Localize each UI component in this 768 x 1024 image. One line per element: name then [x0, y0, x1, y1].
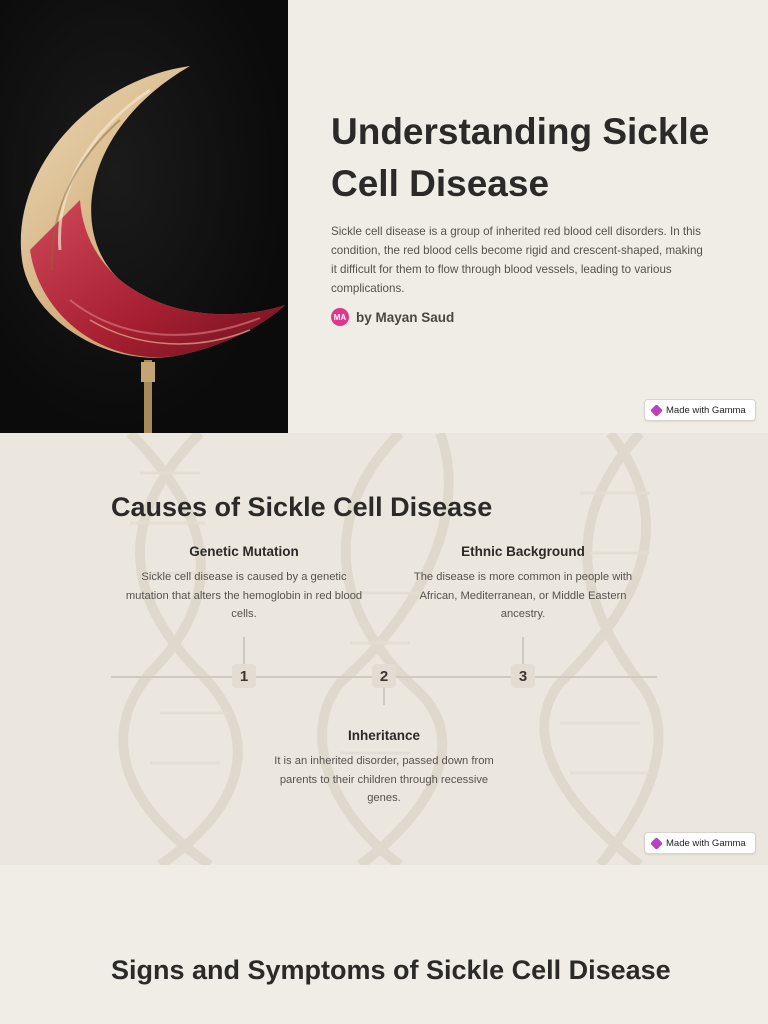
made-with-gamma-button[interactable]: Made with Gamma [644, 832, 756, 854]
made-with-gamma-button[interactable]: Made with Gamma [644, 399, 756, 421]
page-title: Understanding Sickle Cell Disease [331, 111, 710, 204]
timeline-tick [243, 637, 245, 665]
cause-title-inheritance: Inheritance [347, 728, 421, 743]
symptoms-title: Signs and Symptoms of Sickle Cell Diseas… [111, 955, 671, 985]
step-number-2: 2 [372, 664, 396, 688]
title-slide: Understanding Sickle Cell Disease Sickle… [0, 0, 768, 433]
step-number-1: 1 [232, 664, 256, 688]
gamma-logo-icon [650, 403, 663, 417]
timeline-tick [522, 637, 524, 665]
causes-title: Causes of Sickle Cell Disease [111, 492, 493, 522]
intro-description: Sickle cell disease is a group of inheri… [331, 225, 703, 295]
step-number-3: 3 [511, 664, 535, 688]
timeline-tick [383, 677, 385, 705]
dna-helix-background [118, 433, 664, 865]
crescent-sculpture-image [0, 0, 288, 433]
avatar: MA [331, 308, 349, 326]
badge-label: Made with Gamma [666, 404, 746, 416]
cause-text-genetic-mutation: Sickle cell disease is caused by a genet… [125, 571, 363, 620]
symptoms-slide: Signs and Symptoms of Sickle Cell Diseas… [0, 865, 768, 1024]
cause-text-ethnic-background: The disease is more common in people wit… [413, 571, 633, 620]
author-name: by Mayan Saud [356, 309, 455, 325]
cause-text-inheritance: It is an inherited disorder, passed down… [274, 755, 494, 804]
causes-slide: Causes of Sickle Cell Disease 1 2 3 Gene… [0, 433, 768, 865]
cause-title-ethnic-background: Ethnic Background [461, 544, 585, 559]
cause-title-genetic-mutation: Genetic Mutation [189, 544, 299, 559]
badge-label: Made with Gamma [666, 837, 746, 849]
author-byline: MA by Mayan Saud [331, 308, 454, 326]
gamma-logo-icon [650, 836, 663, 850]
